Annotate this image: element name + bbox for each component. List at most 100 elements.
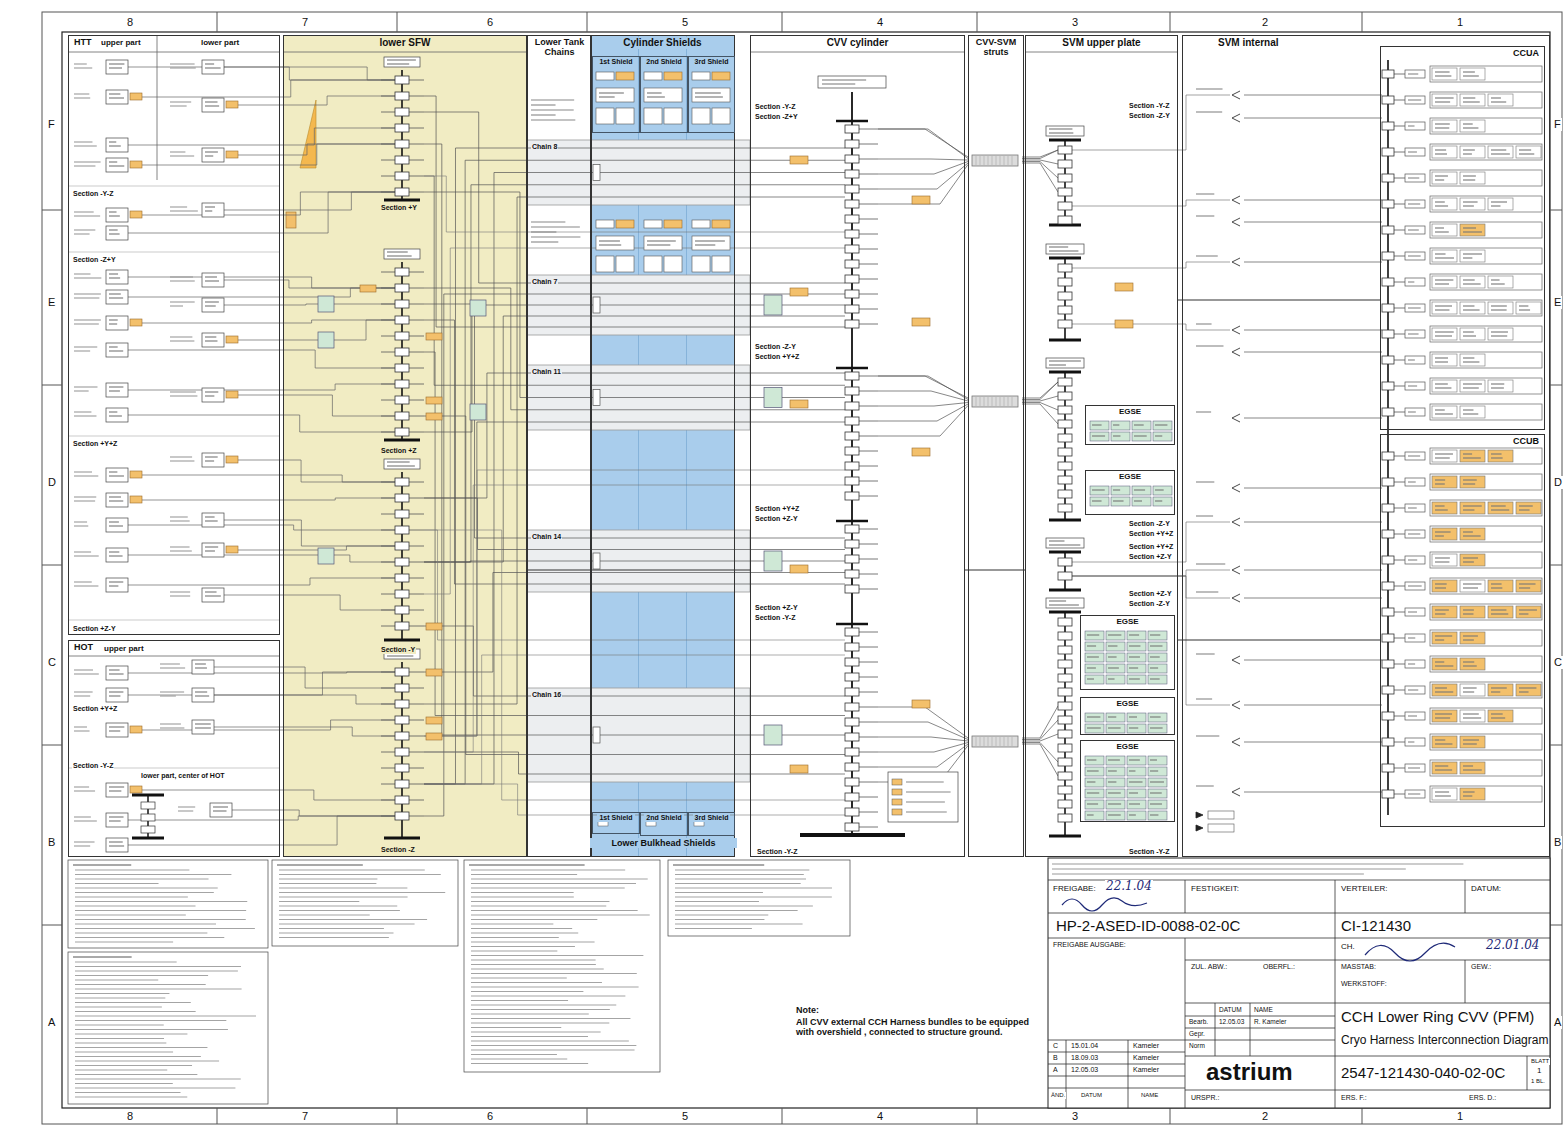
node-heading-row: EGSE	[1086, 471, 1174, 481]
connector-box	[106, 493, 128, 507]
connector-box	[1382, 200, 1394, 208]
connector-box	[395, 716, 409, 724]
grid-tick	[1362, 1108, 1363, 1124]
pin-group-cell	[1132, 421, 1151, 430]
wire-path	[128, 288, 395, 297]
illegible-text-stroke	[1463, 127, 1478, 128]
illegible-text-stroke	[647, 92, 662, 93]
illegible-text-stroke	[1463, 535, 1481, 536]
wire-path	[128, 384, 395, 390]
wire-path	[128, 277, 395, 288]
junction-box	[318, 296, 334, 312]
pin-group-cell	[1148, 811, 1167, 820]
grid-reference: 8	[126, 1110, 134, 1123]
illegible-text-stroke	[75, 923, 216, 924]
illegible-text-stroke	[599, 244, 621, 245]
section-bar	[1049, 371, 1081, 374]
pin-group-cell	[1432, 632, 1457, 644]
connector-box	[1058, 688, 1072, 696]
connector-box	[644, 236, 682, 250]
connector-box	[395, 268, 409, 276]
section-bar	[384, 439, 420, 442]
illegible-text-stroke	[213, 806, 228, 807]
pin-group-cell	[1432, 68, 1457, 80]
title-block-field: DATUM	[1218, 1006, 1243, 1013]
illegible-text-stroke	[1087, 645, 1096, 646]
illegible-text-stroke	[74, 141, 92, 142]
connector-tag	[360, 285, 376, 292]
connector-box	[1382, 738, 1394, 746]
node-heading-row: HOT	[69, 641, 279, 652]
illegible-text-stroke	[471, 878, 648, 879]
illegible-text-stroke	[1087, 781, 1095, 782]
section-rule	[68, 768, 280, 769]
pin-group-cell	[1432, 476, 1457, 488]
illegible-text-stroke	[1408, 689, 1418, 690]
connector-box	[1058, 476, 1072, 484]
connector-box	[596, 88, 634, 102]
connector-tag	[130, 471, 142, 478]
node-heading-row: lower SFW	[284, 36, 526, 49]
wire-line	[409, 304, 424, 305]
pin-group-cell	[1460, 658, 1485, 670]
illegible-text-stroke	[1108, 792, 1121, 793]
illegible-text-stroke	[205, 516, 215, 517]
connector-tag	[1405, 304, 1425, 312]
title-block-field: OBERFL.:	[1262, 963, 1296, 971]
pin-group-cell	[1432, 302, 1457, 314]
illegible-text-stroke	[1463, 123, 1473, 124]
title-block-field: R. Kameler	[1253, 1018, 1288, 1025]
pin-group-cell	[1132, 486, 1151, 495]
grid-reference: E	[1553, 296, 1562, 309]
illegible-text-stroke	[1150, 634, 1160, 635]
connector-box	[202, 388, 224, 402]
illegible-text-stroke	[471, 1000, 568, 1001]
connector-box	[1382, 660, 1394, 668]
connector-box	[1382, 148, 1394, 156]
title-block-border	[1048, 858, 1550, 1108]
node-heading-row: CCUB	[1381, 435, 1544, 446]
illegible-text-stroke	[1435, 123, 1450, 124]
drawing-number: 2547-121430-040-02-0C	[1340, 1064, 1506, 1081]
grid-tick	[1550, 565, 1562, 566]
grid-tick	[977, 1108, 978, 1124]
interface-symbol	[1232, 566, 1240, 574]
section-label: Section -Y-Z	[72, 762, 114, 770]
illegible-text-stroke	[279, 905, 397, 906]
connector-tag	[664, 72, 682, 80]
illegible-text-stroke	[75, 910, 246, 911]
illegible-text-stroke	[75, 878, 209, 879]
connector-box	[106, 468, 128, 482]
pin-group-cell	[1488, 328, 1513, 340]
illegible-text-stroke	[205, 460, 214, 461]
illegible-text-stroke	[1435, 357, 1448, 358]
illegible-text-stroke	[1435, 691, 1453, 692]
node-heading: EGSE	[1114, 742, 1140, 751]
strut-hatch	[996, 397, 997, 406]
grid-tick	[217, 12, 218, 32]
connector-box	[202, 98, 224, 112]
connector-box	[106, 666, 128, 680]
connector-tag	[1405, 96, 1425, 104]
node-heading-row: EGSE	[1081, 616, 1174, 626]
node-heading-row: 1st Shield	[593, 813, 639, 822]
illegible-text-stroke	[1491, 305, 1507, 306]
illegible-text-stroke	[205, 550, 215, 551]
title-block-rule	[1128, 1040, 1129, 1108]
illegible-text-stroke	[1491, 583, 1502, 584]
illegible-text-stroke	[471, 1063, 588, 1064]
wire-path	[424, 784, 845, 815]
strut-hatch	[988, 156, 989, 165]
illegible-text-stroke	[170, 591, 190, 592]
wire-path	[142, 790, 395, 800]
illegible-text-stroke	[1049, 364, 1066, 365]
illegible-text-stroke	[75, 928, 255, 929]
connector-box	[395, 494, 409, 502]
wire-path	[1244, 742, 1382, 743]
wire-line	[409, 514, 424, 515]
illegible-text-stroke	[160, 691, 184, 692]
pin-group-cell	[1460, 328, 1485, 340]
connector-box	[1058, 632, 1072, 640]
pin-group-cell	[1106, 653, 1125, 662]
illegible-text-stroke	[1196, 735, 1219, 736]
